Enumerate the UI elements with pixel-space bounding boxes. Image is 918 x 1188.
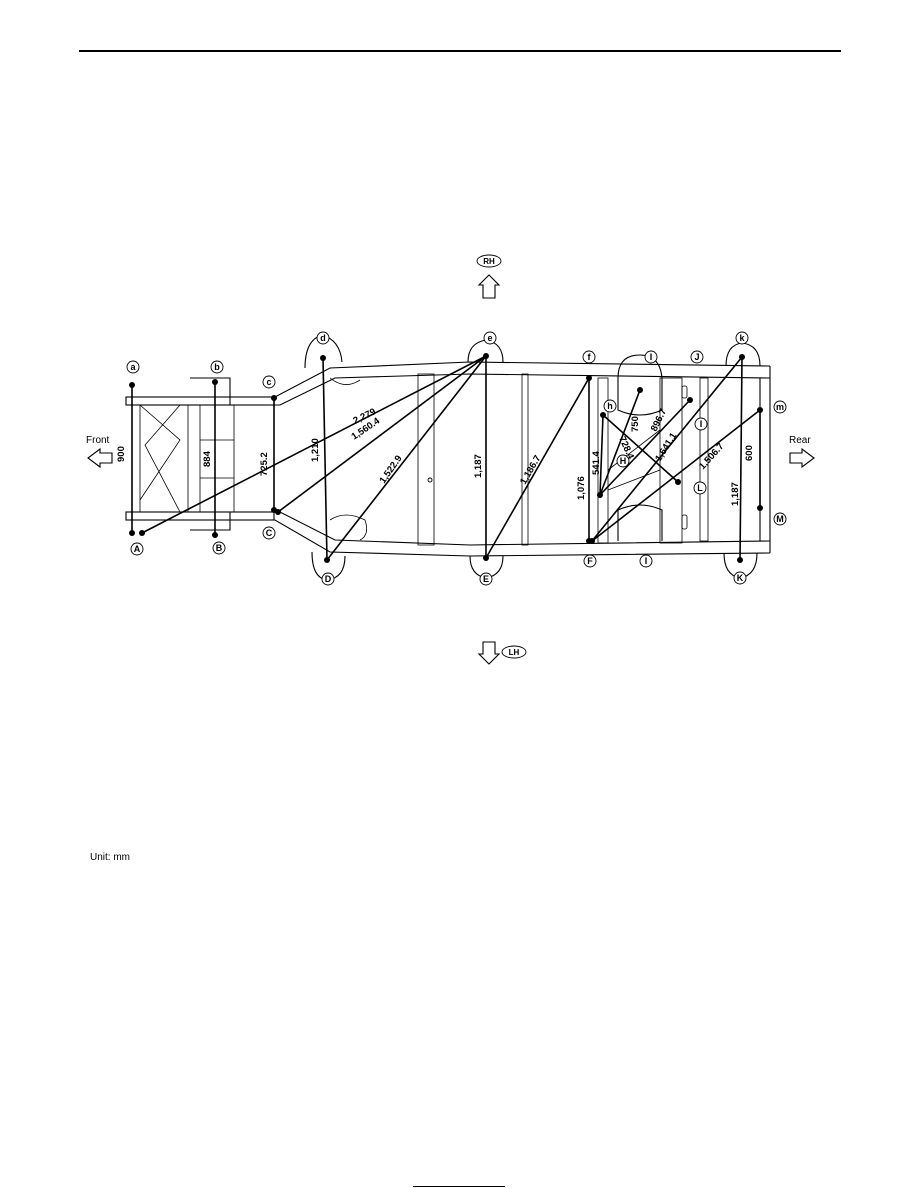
lh-indicator: LH (477, 641, 527, 665)
top-rule (79, 50, 841, 52)
frame-structure (125, 334, 771, 581)
rear-indicator: Rear (789, 435, 815, 469)
rear-label: Rear (789, 435, 811, 446)
point-labels-upper: a b c d e f h I J I k m (126, 331, 787, 431)
point-label: A (134, 544, 141, 554)
dimension-IH: 896.7 (649, 407, 669, 433)
dimension-kK: 1,187 (730, 482, 741, 506)
dimension-cC: 725.2 (259, 452, 270, 476)
point-label: F (587, 556, 593, 566)
point-label: E (483, 574, 489, 584)
point-label: K (737, 573, 744, 583)
measurement-lines (131, 355, 761, 561)
point-label: d (320, 333, 326, 343)
front-label: Front (86, 435, 110, 446)
dimension-eD: 1,522.9 (377, 453, 404, 485)
point-label: I (700, 419, 703, 429)
point-labels-lower: A B C D E F H L I K M (130, 454, 787, 586)
point-label: M (776, 514, 784, 524)
point-label: m (776, 402, 784, 412)
unit-note: Unit: mm (90, 852, 130, 863)
point-label: c (266, 377, 271, 387)
point-label: L (697, 483, 703, 493)
point-label: k (739, 333, 745, 343)
arrow-right-icon (789, 447, 815, 469)
dimension-dD: 1,210 (310, 438, 321, 462)
point-label: f (588, 352, 592, 362)
point-label: D (325, 574, 332, 584)
point-label: h (607, 401, 613, 411)
dimension-aA: 900 (116, 446, 127, 462)
bottom-rule (413, 1186, 505, 1187)
arrow-up-icon (477, 274, 501, 299)
point-label: I (645, 556, 648, 566)
dimension-mM: 600 (744, 445, 755, 461)
lh-label: LH (509, 648, 520, 657)
point-label: a (130, 362, 136, 372)
dimension-bB: 884 (202, 450, 213, 467)
point-label: J (694, 352, 699, 362)
dimension-fF: 1,076 (576, 476, 587, 500)
measurement-points (129, 353, 763, 563)
front-indicator: Front (86, 435, 113, 469)
arrow-down-icon (477, 641, 501, 665)
dimension-hF: 750 (630, 416, 641, 432)
point-label: e (487, 333, 492, 343)
point-label: H (620, 456, 627, 466)
rh-indicator: RH (476, 254, 502, 299)
dimension-eE: 1,187 (473, 454, 484, 478)
dimension-HF: 541.4 (591, 451, 602, 475)
rh-label: RH (483, 257, 495, 266)
point-label: C (266, 528, 273, 538)
arrow-left-icon (87, 447, 113, 469)
point-label: b (214, 362, 220, 372)
point-label: B (216, 543, 223, 553)
point-label: I (650, 352, 653, 362)
